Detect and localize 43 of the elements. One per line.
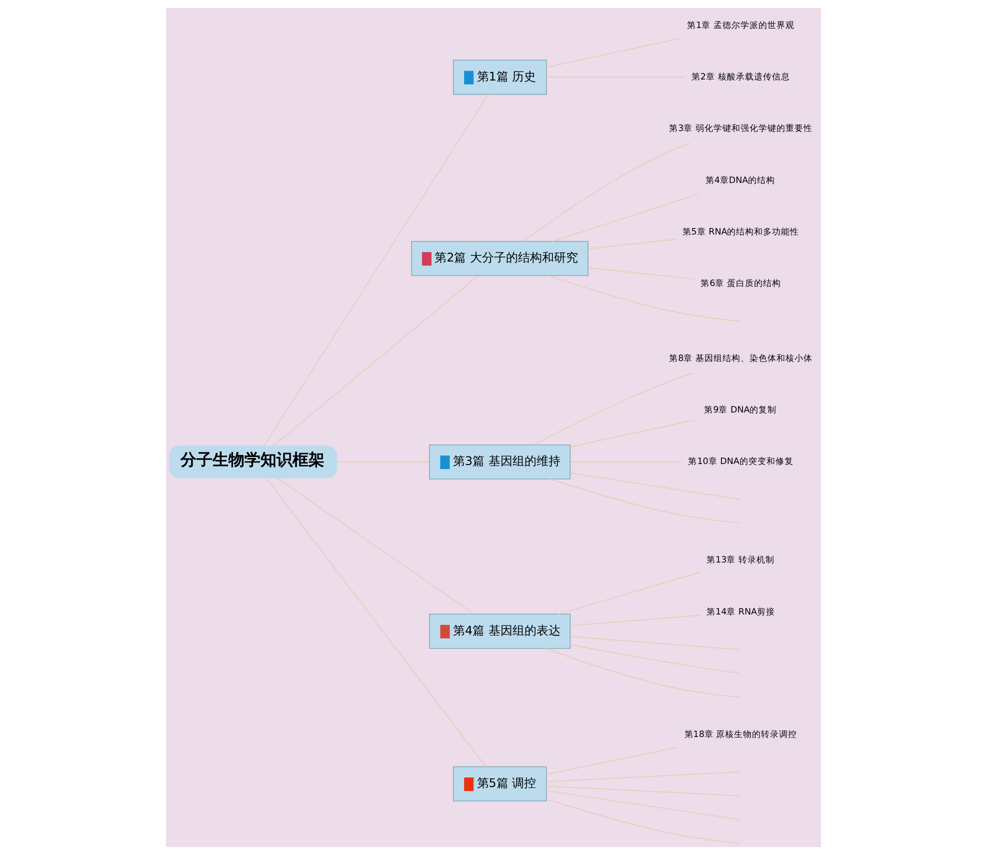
node-text: 第4章DNA的结构 [704,176,775,186]
node-box: 分子生物学知识框架 [168,446,337,478]
node-text: 第13章 转录机制 [706,556,774,566]
connector [545,772,740,782]
node-text: 第18章 原核生物的转录调控 [684,730,797,740]
node-box: 第1篇 历史 [452,60,546,95]
node-text: 第1章 孟德尔学派的世界观 [686,20,794,31]
node-box: 第5篇 调控 [452,766,546,802]
node-box: 第3篇 基因组的维持 [428,444,570,480]
connector [532,372,694,446]
connector [544,648,740,698]
connector [548,275,740,322]
node-box: 第4篇 基因组的表达 [428,614,570,649]
node-text: 第3章 弱化学键和强化学键的重要性 [668,124,812,134]
connector [569,644,740,674]
connector [545,790,740,820]
connector [545,746,678,775]
node-text: 第10章 DNA的突变和修复 [688,457,793,468]
node-text: 第5章 RNA的结构和多功能性 [682,227,799,238]
connector [263,94,488,446]
node-text: 第6章 蛋白质的结构 [700,279,780,290]
connector [272,275,478,446]
connector [265,477,486,768]
connector [587,267,694,280]
node-text: 第8章 基因组结构、染色体和核小体 [668,354,812,364]
connector [569,614,700,626]
node-text: 第14章 RNA剪接 [706,607,775,618]
connector [558,572,700,615]
connector [569,418,698,448]
connector [552,193,699,242]
node-text: 第2章 核酸承载遗传信息 [690,72,790,82]
connector [545,786,740,796]
connector [550,478,740,524]
connector [569,636,740,650]
connector [545,38,680,68]
connector [569,472,740,500]
connector [276,477,474,614]
connector [545,76,685,78]
connector [545,798,740,844]
connector [522,142,690,242]
node-text: 第9章 DNA的复制 [704,405,776,416]
node-box: 第2篇 大分子的结构和研究 [410,240,588,276]
connector [587,238,676,250]
